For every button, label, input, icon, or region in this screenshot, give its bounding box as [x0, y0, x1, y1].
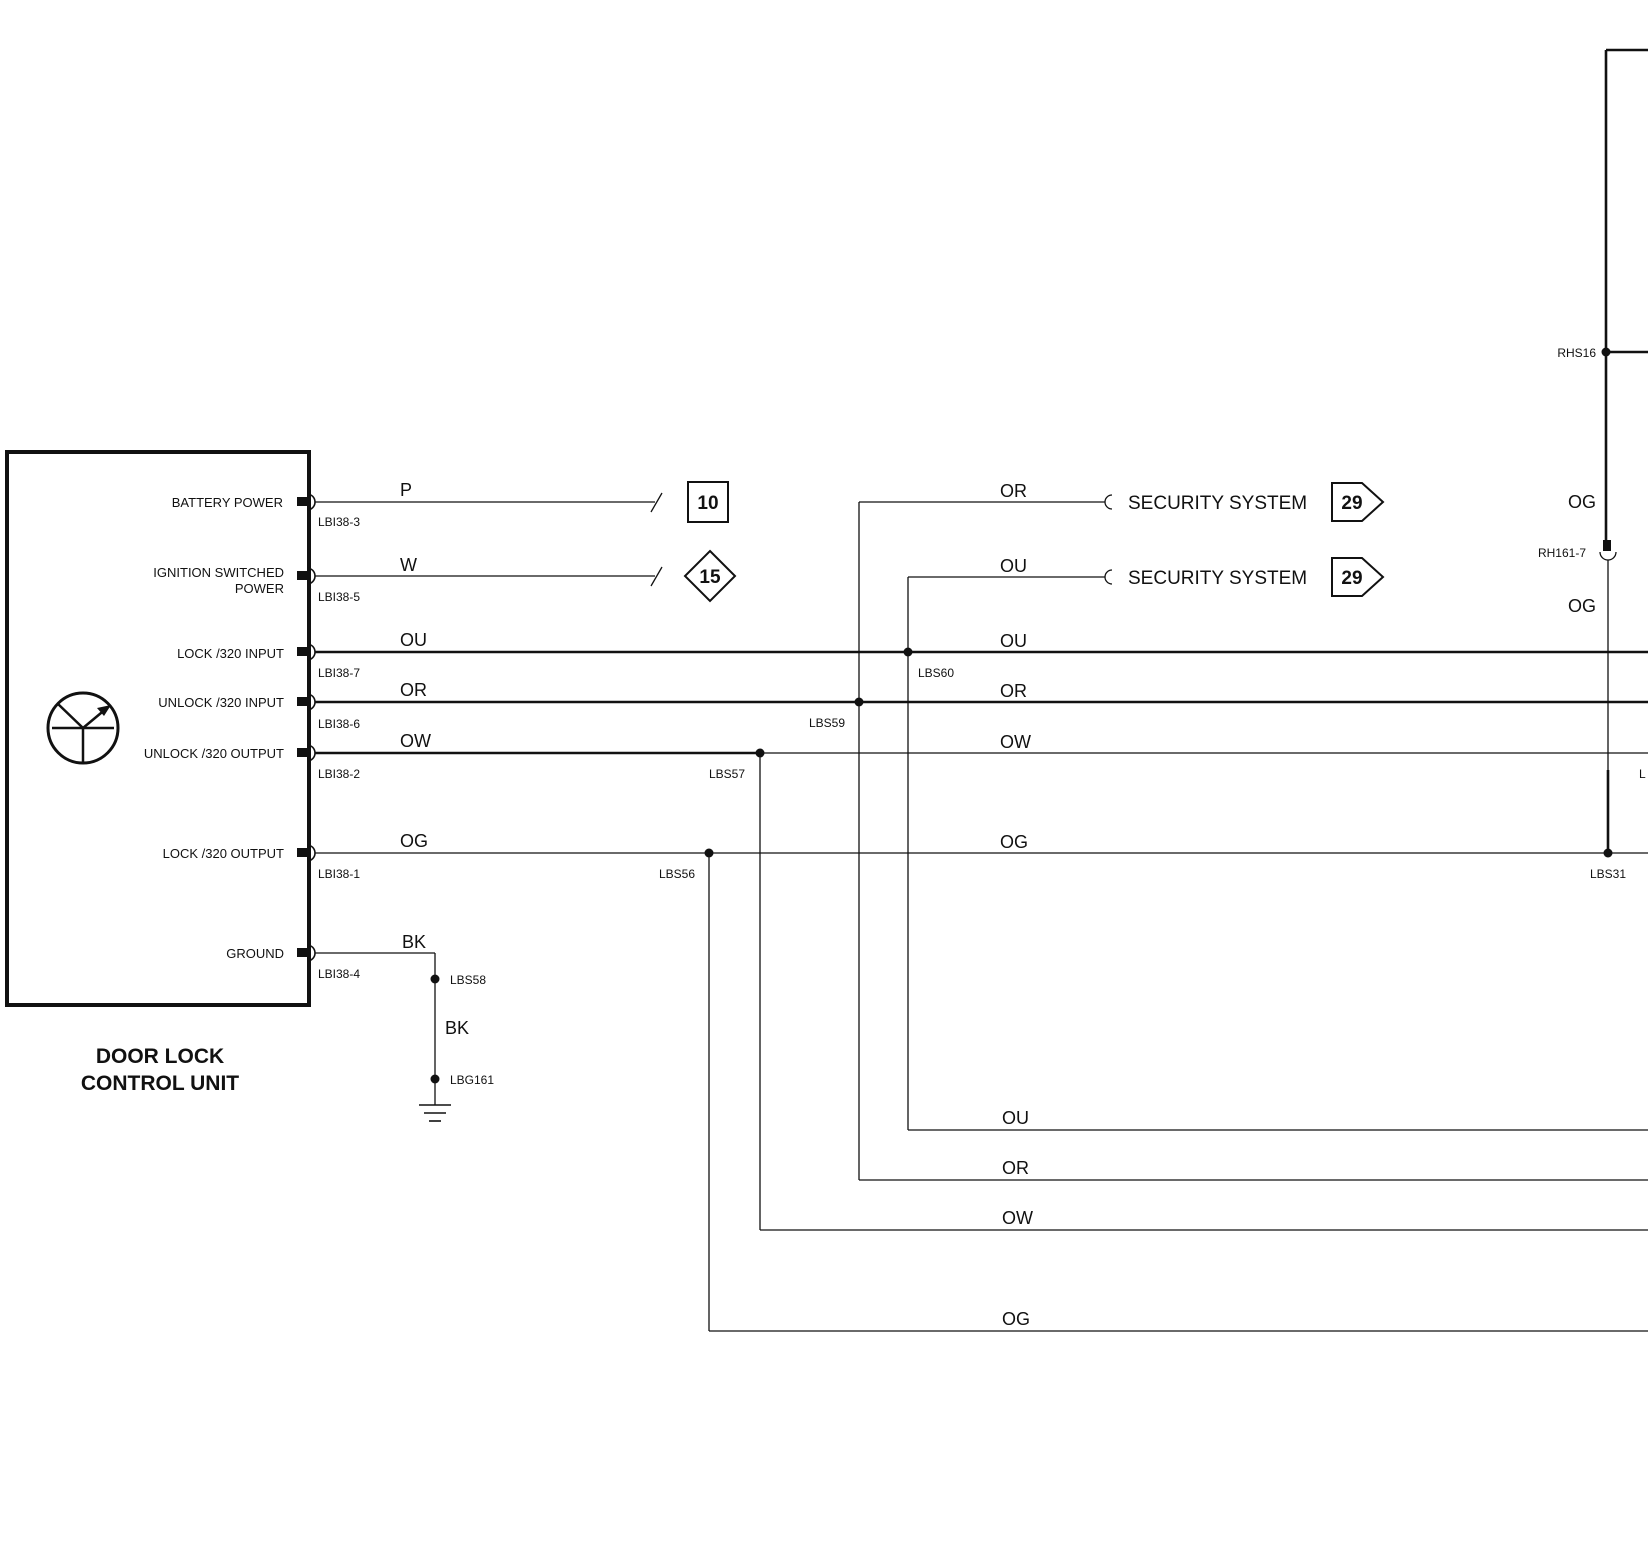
splice-label-lbs60: LBS60: [918, 666, 954, 680]
ref-label-battery: 10: [697, 493, 718, 514]
main-wires: [315, 650, 1648, 854]
wire-battery-power: [315, 492, 663, 513]
pin-label-lock-output: LOCK /320 OUTPUT: [163, 846, 284, 861]
splice-label-rhs16: RHS16: [1557, 346, 1596, 360]
connector-lbi38-5: LBI38-5: [318, 590, 360, 604]
wire-label-or-mid: OR: [1000, 681, 1027, 701]
splice-label-lbs59: LBS59: [809, 716, 845, 730]
wire-label-bk-top: BK: [402, 932, 426, 952]
splice-label-lbg161: LBG161: [450, 1073, 494, 1087]
pin-label-lock-input: LOCK /320 INPUT: [177, 646, 284, 661]
pin-label-ignition-line2: POWER: [235, 581, 284, 596]
wire-label-bk-drop: BK: [445, 1018, 469, 1038]
pin-label-unlock-input: UNLOCK /320 INPUT: [158, 695, 284, 710]
ref-label-ignition: 15: [699, 567, 721, 588]
connector-lbi38-1: LBI38-1: [318, 867, 360, 881]
splice-dot-lbs60: [903, 647, 913, 657]
security-branch-or: [858, 494, 1113, 1180]
connector-lbi38-3: LBI38-3: [318, 515, 360, 529]
unit-title-line2: CONTROL UNIT: [81, 1072, 239, 1095]
splice-dot-lbs59: [854, 697, 864, 707]
pin-label-unlock-output: UNLOCK /320 OUTPUT: [144, 746, 284, 761]
connector-lbi38-7: LBI38-7: [318, 666, 360, 680]
splice-dot-lbs57: [755, 748, 765, 758]
edge-label-l: L: [1639, 767, 1646, 781]
wire-label-or-security: OR: [1000, 481, 1027, 501]
splice-label-lbs31: LBS31: [1590, 867, 1626, 881]
security-branch-ou: [907, 569, 1113, 1130]
unit-title-line1: DOOR LOCK: [96, 1045, 224, 1068]
pin-connector-arcs: [306, 493, 316, 962]
wire-label-ou-left: OU: [400, 630, 427, 650]
ref-arrow-security-2: [1331, 557, 1385, 597]
wire-label-og-right-bottom: OG: [1568, 596, 1596, 616]
wire-label-p: P: [400, 480, 412, 500]
connector-lbi38-2: LBI38-2: [318, 767, 360, 781]
wire-label-ow-low: OW: [1002, 1208, 1033, 1228]
wire-label-w: W: [400, 555, 417, 575]
wire-ignition-power: [315, 566, 663, 587]
actuator-motor-symbol: [46, 691, 120, 765]
security-system-label-1: SECURITY SYSTEM: [1128, 493, 1307, 514]
pin-label-ignition-line1: IGNITION SWITCHED: [153, 565, 284, 580]
control-unit-box: [5, 450, 311, 1007]
wire-label-or-low: OR: [1002, 1158, 1029, 1178]
splice-dot-lbs56: [704, 848, 714, 858]
pin-terminals: [297, 497, 307, 957]
connector-lbi38-4: LBI38-4: [318, 967, 360, 981]
splice-drops: [708, 753, 761, 1331]
connector-label-rh161-7: RH161-7: [1538, 546, 1586, 560]
ref-label-security-1: 29: [1341, 493, 1362, 514]
wire-label-og-mid: OG: [1000, 832, 1028, 852]
ref-diamond-ignition: [683, 549, 737, 603]
ground-wire: [315, 952, 436, 1105]
pin-label-battery-power: BATTERY POWER: [172, 495, 283, 510]
right-vertical-feed: [1599, 48, 1648, 853]
lower-wires: [709, 1129, 1648, 1332]
ref-label-security-2: 29: [1341, 568, 1362, 589]
wire-label-ow-mid: OW: [1000, 732, 1031, 752]
connector-lbi38-6: LBI38-6: [318, 717, 360, 731]
wire-label-ou-mid: OU: [1000, 631, 1027, 651]
wire-label-og-left: OG: [400, 831, 428, 851]
splice-label-lbs57: LBS57: [709, 767, 745, 781]
ref-box-battery: [687, 481, 729, 523]
wire-label-ou-low: OU: [1002, 1108, 1029, 1128]
wire-label-og-low: OG: [1002, 1309, 1030, 1329]
ref-arrow-security-1: [1331, 482, 1385, 522]
ground-icon: [419, 1104, 451, 1122]
splice-label-lbs56: LBS56: [659, 867, 695, 881]
wire-label-ou-security: OU: [1000, 556, 1027, 576]
wire-label-or-left: OR: [400, 680, 427, 700]
splice-label-lbs58: LBS58: [450, 973, 486, 987]
security-system-label-2: SECURITY SYSTEM: [1128, 568, 1307, 589]
splice-dots: [430, 347, 1613, 1084]
pin-label-ground: GROUND: [226, 946, 284, 961]
wire-label-ow-left: OW: [400, 731, 431, 751]
wire-label-og-right-top: OG: [1568, 492, 1596, 512]
